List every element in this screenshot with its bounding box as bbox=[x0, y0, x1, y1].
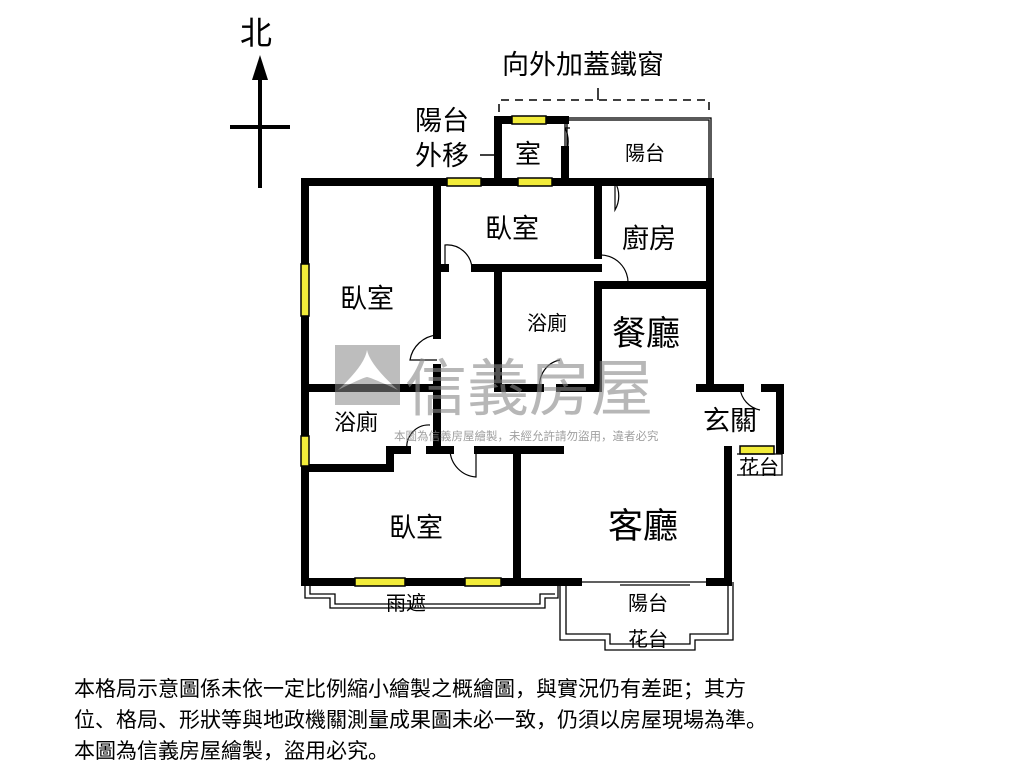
room-bath-left: 浴廁 bbox=[334, 411, 378, 436]
room-canopy: 雨遮 bbox=[386, 591, 426, 615]
disclaimer-line-2: 位、格局、形狀等與地政機關測量成果圖未必一致，仍須以房屋現場為準。 bbox=[74, 708, 767, 732]
room-bedroom-left: 臥室 bbox=[340, 284, 394, 315]
compass-north-label: 北 bbox=[240, 14, 272, 52]
room-entrance: 玄關 bbox=[703, 406, 757, 437]
room-kitchen: 廚房 bbox=[622, 224, 676, 255]
exterior-outlines bbox=[304, 453, 783, 651]
room-bath-center: 浴廁 bbox=[527, 311, 567, 335]
room-balcony-south: 陽台 bbox=[628, 591, 668, 615]
balcony-moved-label-1: 陽台 bbox=[415, 106, 469, 137]
windows bbox=[300, 115, 775, 587]
watermark-logo bbox=[335, 345, 400, 405]
room-bedroom-top: 臥室 bbox=[485, 214, 539, 245]
iron-window-outline bbox=[498, 88, 710, 112]
doors bbox=[406, 127, 761, 478]
disclaimer: 本格局示意圖係未依一定比例縮小繪製之概繪圖，與實況仍有差距；其方 位、格局、形狀… bbox=[74, 674, 974, 767]
north-arrow-icon bbox=[230, 55, 290, 188]
room-planter-east: 花台 bbox=[739, 455, 779, 479]
balcony-moved-label-2: 外移 bbox=[415, 141, 469, 172]
iron-window-label: 向外加蓋鐵窗 bbox=[502, 50, 664, 81]
room-balcony-north: 陽台 bbox=[625, 141, 665, 165]
room-bedroom-bottom: 臥室 bbox=[389, 513, 443, 544]
room-living: 客廳 bbox=[608, 507, 678, 547]
room-dining: 餐廳 bbox=[612, 314, 680, 354]
room-small-room: 室 bbox=[515, 140, 541, 170]
watermark-brand: 信義房屋 bbox=[405, 352, 653, 425]
room-planter-south: 花台 bbox=[628, 627, 668, 651]
disclaimer-line-1: 本格局示意圖係未依一定比例縮小繪製之概繪圖，與實況仍有差距；其方 bbox=[74, 677, 746, 701]
watermark-notice: 本圖為信義房屋繪製，未經允許請勿盜用，違者必究 bbox=[394, 429, 659, 443]
disclaimer-line-3: 本圖為信義房屋繪製，盜用必究。 bbox=[74, 739, 389, 763]
